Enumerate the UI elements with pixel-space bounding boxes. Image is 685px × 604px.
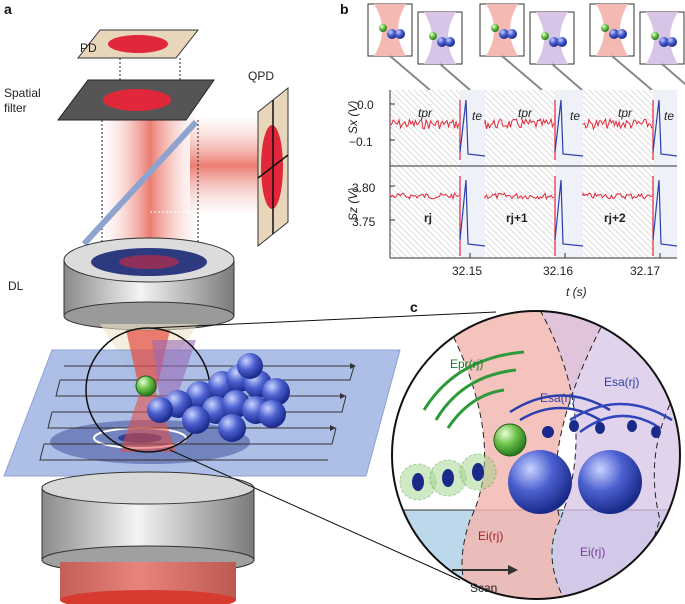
r-label-2: rj+1 (506, 211, 528, 225)
qpd-label: QPD (248, 69, 274, 83)
inset-thumbnail (367, 3, 413, 57)
e-sa-label-1: Esa(rj) (540, 391, 575, 405)
laser-beam-horizontal (190, 118, 270, 213)
inset-thumbnail (529, 11, 575, 65)
te-label-3: te (664, 109, 674, 123)
photodiode (76, 29, 200, 59)
zoom-connector-bottom (169, 449, 461, 581)
pd-label: PD (80, 41, 97, 55)
sx-tick-1: −0.1 (349, 135, 373, 149)
sz-tick-0: 3.80 (352, 181, 376, 195)
spatial-filter-label-1: Spatial (4, 86, 41, 100)
te-label-2: te (570, 109, 580, 123)
particle-cluster (135, 353, 290, 442)
x-tick-2: 32.17 (630, 264, 660, 278)
e-pr-label: Epr(rj) (450, 357, 483, 371)
te-label-1: te (472, 109, 482, 123)
inset-row (367, 3, 685, 91)
focus-region (85, 327, 211, 453)
zoom-inset-circle (391, 310, 681, 600)
trace-segment (582, 191, 653, 200)
beam-splitter (81, 119, 199, 247)
sz-axis-label: Sz (V) (346, 188, 360, 221)
scan-label: Scan (470, 581, 497, 595)
trace-segment (389, 117, 460, 130)
trace-segment (582, 117, 653, 131)
sx-axis-label: Sx (V) (346, 101, 360, 134)
tpr-label-3: tpr (618, 106, 633, 120)
panel-label-b: b (340, 1, 349, 17)
trace-segment (484, 117, 555, 130)
detection-lens (63, 237, 235, 331)
trace-segment (484, 192, 555, 201)
sz-tick-1: 3.75 (352, 215, 376, 229)
dl-label: DL (8, 279, 24, 293)
quadrant-photodiode (257, 86, 289, 248)
r-label-3: rj+2 (604, 211, 626, 225)
sx-tick-0: 0.0 (357, 98, 374, 112)
zoom-connector-top (149, 311, 497, 329)
tpr-label-2: tpr (518, 106, 533, 120)
panel-label-c: c (410, 299, 418, 315)
inset-thumbnail (639, 11, 685, 65)
e-sa-label-2: Esa(rj) (604, 375, 639, 389)
spatial-filter (57, 79, 215, 121)
inset-thumbnail (479, 3, 525, 57)
e-i-label-2: Ei(rj) (580, 545, 605, 559)
x-tick-1: 32.16 (543, 264, 573, 278)
panel-label-a: a (4, 1, 12, 17)
objective-lens (41, 471, 255, 604)
spatial-filter-label-2: filter (4, 101, 27, 115)
x-axis-label: t (s) (566, 285, 587, 299)
e-i-label-1: Ei(rj) (478, 529, 503, 543)
x-tick-0: 32.15 (452, 264, 482, 278)
inset-thumbnail (417, 11, 463, 65)
r-label-1: rj (424, 211, 432, 225)
inset-thumbnail (589, 3, 635, 57)
tpr-label-1: tpr (418, 106, 433, 120)
trace-segment (389, 191, 460, 201)
time-trace-plot (389, 89, 678, 259)
